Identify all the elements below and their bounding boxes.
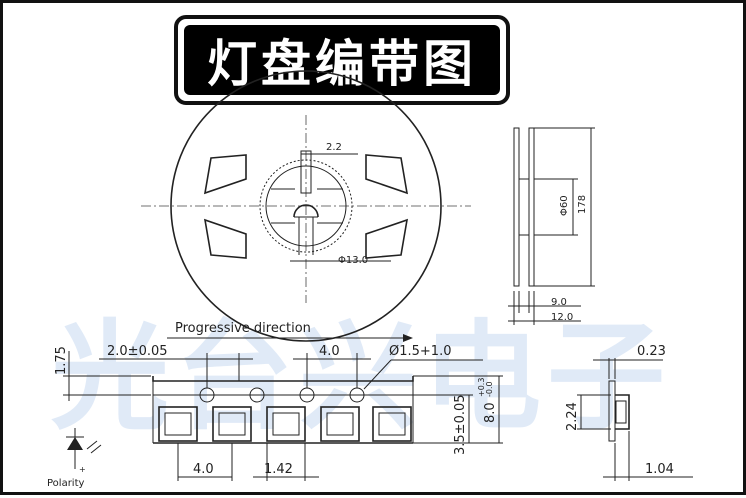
pocket-4-inner xyxy=(326,412,354,436)
polarity-light-rays-icon xyxy=(86,440,102,454)
reel-window-bottom-right xyxy=(365,218,409,259)
pocket-5 xyxy=(372,406,412,442)
tape-outline xyxy=(152,376,414,444)
dim-width-outer: 12.0 xyxy=(551,312,573,323)
dim-hole-pitch: 4.0 xyxy=(319,344,340,359)
dim-inner-diameter: Φ60 xyxy=(559,195,570,216)
dim-pocket-offset: 3.5±0.05 xyxy=(453,394,468,455)
dim-pocket-pitch: 4.0 xyxy=(193,462,214,477)
dim-hole-to-pocket: 2.0±0.05 xyxy=(107,344,168,359)
pocket-3 xyxy=(266,406,306,442)
pocket-5-inner xyxy=(378,412,406,436)
polarity-plus-sign: + xyxy=(79,465,86,474)
polarity-label: Polarity xyxy=(47,478,85,489)
reel-window-bottom-left xyxy=(203,218,247,259)
reel-front-view: 2.2 Φ13.0 xyxy=(141,70,471,342)
section-pocket xyxy=(615,394,630,430)
reel-side-view: 178 Φ60 9.0 12.0 xyxy=(508,127,595,325)
section-cover-tape xyxy=(608,380,616,442)
pocket-3-inner xyxy=(272,412,300,436)
section-pocket-inner xyxy=(615,400,627,424)
dim-pocket-depth: 2.24 xyxy=(565,402,580,431)
dim-cover-thickness: 0.23 xyxy=(637,344,666,359)
reel-spindle xyxy=(293,204,319,218)
dim-width-inner: 9.0 xyxy=(551,297,567,308)
reel-hub-ring xyxy=(259,159,353,253)
pocket-1 xyxy=(158,406,198,442)
direction-arrowhead xyxy=(403,334,413,342)
pocket-1-inner xyxy=(164,412,192,436)
reel-window-top-left xyxy=(203,154,247,195)
direction-label: Progressive direction xyxy=(175,321,311,336)
polarity-diode-icon xyxy=(67,437,83,450)
reel-key xyxy=(300,150,312,194)
reel-window-top-right xyxy=(365,154,409,195)
technical-drawing: 2.2 Φ13.0 178 Φ60 9.0 12.0 xyxy=(47,70,693,489)
dim-hub-width: 2.2 xyxy=(326,142,342,153)
sprocket-hole-2 xyxy=(249,387,265,403)
dim-pocket-gap: 1.42 xyxy=(264,462,293,477)
dim-hub-diameter: Φ13.0 xyxy=(338,255,368,266)
pocket-2-inner xyxy=(218,412,246,436)
dim-hole-diameter: Ø1.5+1.0 xyxy=(389,344,451,359)
tape-top-view: Progressive direction xyxy=(47,321,503,489)
pocket-2 xyxy=(212,406,252,442)
dim-tape-width: 8.0 xyxy=(483,402,498,423)
reel-hub-slots xyxy=(271,188,343,224)
tape-edges xyxy=(152,381,414,443)
reel-flange-right xyxy=(528,127,535,287)
dim-edge-to-hole: 1.75 xyxy=(54,346,69,375)
leader-hole-diameter xyxy=(363,359,392,390)
dim-outer-diameter: 178 xyxy=(577,195,588,214)
tape-side-section: 0.23 2.24 1.04 xyxy=(565,344,693,481)
reel-outer-circle xyxy=(170,70,442,342)
reel-hub-inner xyxy=(265,165,347,247)
reel-flange-left xyxy=(513,127,520,287)
pocket-4 xyxy=(320,406,360,442)
dim-carrier-thickness: 1.04 xyxy=(645,462,674,477)
dim-tol-minus: -0.0 xyxy=(485,381,494,397)
dim-tol-plus: +0.3 xyxy=(477,378,486,397)
